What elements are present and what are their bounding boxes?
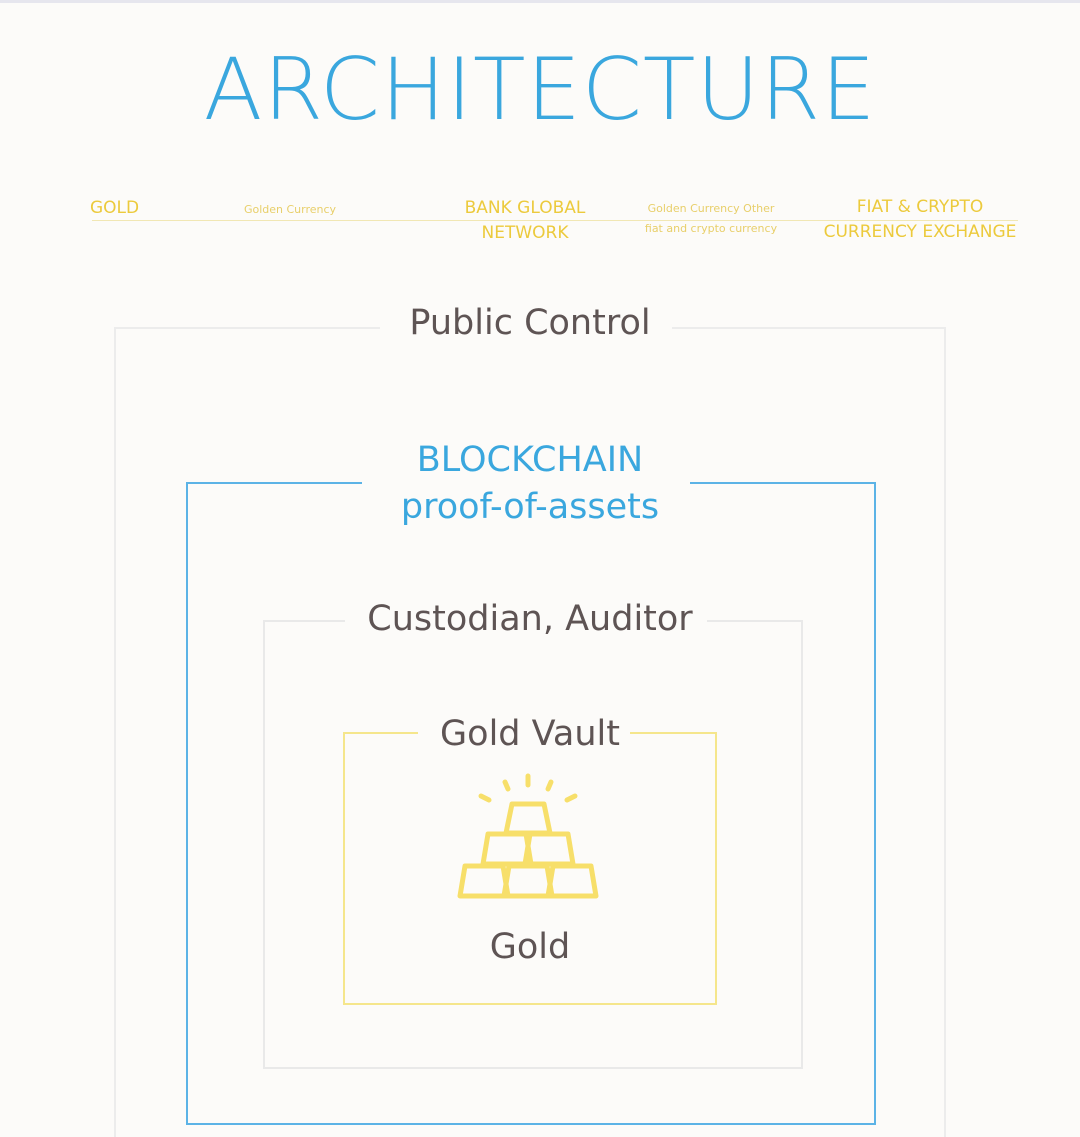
flow-exchange-line1: FIAT & CRYPTO [856,197,984,217]
flow-bank-network: NETWORK [481,223,569,243]
gold-bars-icon [457,773,599,899]
blockchain-label: BLOCKCHAIN [416,440,644,480]
proof-of-assets-label: proof-of-assets [400,487,660,527]
flow-arrow-other-currency-1: Golden Currency Other [647,202,775,215]
public-control-label: Public Control [409,303,651,343]
label-gap [345,612,707,632]
label-gap [362,472,690,492]
flow-exchange-line2: CURRENCY EXCHANGE [823,222,1017,242]
gold-vault-label: Gold Vault [440,714,620,754]
flow-gold: GOLD [90,198,140,218]
label-gap [380,318,672,338]
label-gap [418,724,630,744]
flow-arrow-golden-currency: Golden Currency [243,203,337,216]
gold-label: Gold [489,927,571,967]
flow-connector-line [92,220,1018,221]
flow-bank-global: BANK GLOBAL [464,198,586,218]
page-title: ARCHITECTURE [203,40,877,140]
custodian-auditor-label: Custodian, Auditor [367,599,693,639]
flow-arrow-other-currency-2: fiat and crypto currency [644,222,778,235]
top-rule [0,0,1080,3]
